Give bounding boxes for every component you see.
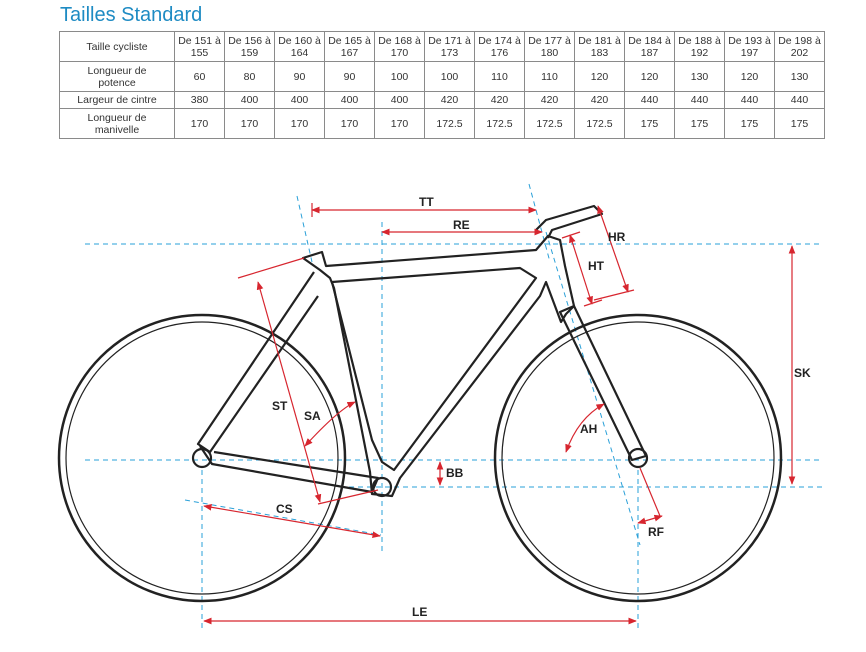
label-rf: RF [648, 525, 664, 539]
table-cell: 420 [424, 91, 475, 109]
seat-stay [196, 271, 319, 454]
table-cell: 172.5 [524, 108, 575, 139]
st-tick-bottom [317, 489, 379, 505]
ht-tick-bottom [583, 299, 603, 307]
ht-line [569, 234, 593, 305]
main-triangle-inner [330, 266, 538, 472]
bottom-bracket [371, 476, 393, 498]
table-cell: 172.5 [474, 108, 525, 139]
front-wheel [493, 313, 783, 603]
table-cell: 80 [224, 61, 275, 92]
table-cell: 400 [374, 91, 425, 109]
table-cell: 440 [674, 91, 725, 109]
table-cell: 130 [674, 61, 725, 92]
table-cell: 170 [374, 108, 425, 139]
rear-wheel-rim [65, 321, 339, 595]
row-label: Largeur de cintre [59, 91, 175, 109]
label-ah: AH [580, 422, 597, 436]
table-cell: 110 [474, 61, 525, 92]
ht-tick-top [561, 231, 581, 239]
sa-arc [304, 401, 356, 447]
ah-arc [565, 403, 605, 453]
front-wheel-rim [501, 321, 775, 595]
guide-steer-axis [545, 231, 641, 546]
table-cell: 90 [274, 61, 325, 92]
table-cell: 170 [274, 108, 325, 139]
hr-tick [593, 289, 635, 301]
main-triangle [301, 234, 576, 498]
header-label: Taille cycliste [59, 31, 175, 62]
table-cell: 172.5 [424, 108, 475, 139]
hr-line [597, 205, 629, 293]
rear-wheel [57, 313, 347, 603]
table-row-cintre: Largeur de cintre 380 400 400 400 400 42… [59, 91, 825, 109]
cs-line [203, 503, 381, 539]
rf-arrow [637, 514, 663, 525]
label-sa: SA [304, 409, 321, 423]
st-line [256, 281, 322, 503]
label-re: RE [453, 218, 470, 232]
table-cell: 440 [774, 91, 825, 109]
label-cs: CS [276, 502, 293, 516]
label-ht: HT [588, 259, 605, 273]
table-cell: 175 [774, 108, 825, 139]
table-cell: 90 [324, 61, 375, 92]
table-cell: 170 [174, 108, 225, 139]
guide-seat-top [296, 195, 313, 263]
measurement-lines [203, 203, 796, 625]
table-cell: 172.5 [574, 108, 625, 139]
chain-stay [199, 445, 380, 494]
bike-frame [191, 204, 649, 498]
rear-hub [191, 447, 213, 469]
label-hr: HR [608, 230, 626, 244]
table-cell: 175 [624, 108, 675, 139]
measurement-labels: TT RE HR HT SK ST SA AH BB CS RF LE [272, 195, 811, 619]
front-hub [627, 447, 649, 469]
table-cell: 175 [724, 108, 775, 139]
label-bb: BB [446, 466, 464, 480]
st-tick-top [237, 257, 305, 279]
label-st: ST [272, 399, 288, 413]
table-cell: 175 [674, 108, 725, 139]
table-cell: 380 [174, 91, 225, 109]
table-cell: 130 [774, 61, 825, 92]
page-title: Tailles Standard [60, 4, 203, 26]
label-tt: TT [419, 195, 434, 209]
label-sk: SK [794, 366, 811, 380]
guide-stem [528, 183, 551, 263]
table-cell: 170 [324, 108, 375, 139]
label-le: LE [412, 605, 427, 619]
wheels [57, 313, 783, 603]
rf-line [639, 467, 661, 517]
